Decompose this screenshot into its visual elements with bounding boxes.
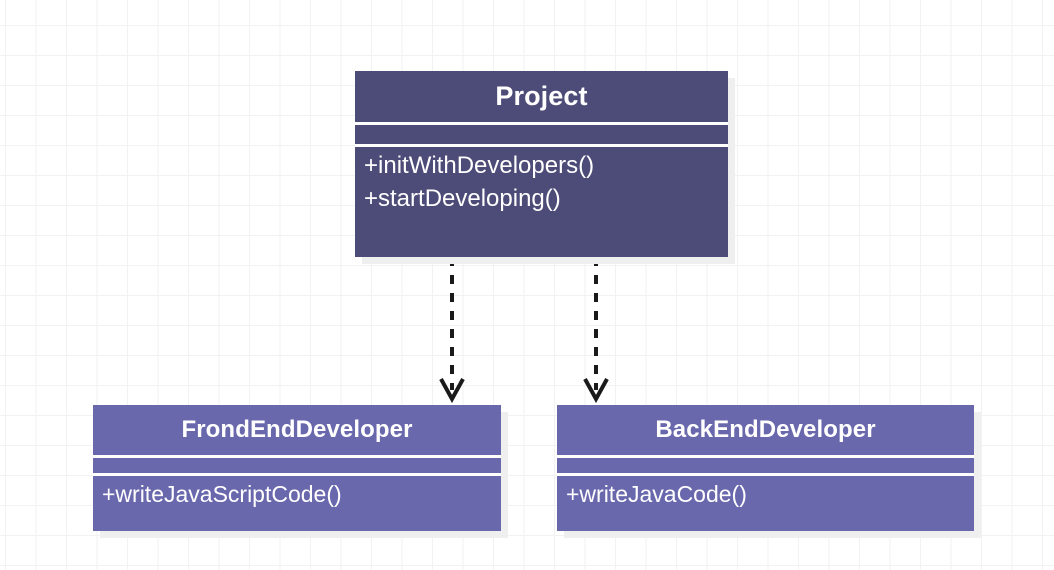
attributes-compartment-backenddeveloper xyxy=(557,458,974,473)
open-arrowhead-frontend xyxy=(439,378,465,404)
uml-class-backenddeveloper[interactable]: BackEndDeveloper +writeJavaCode() xyxy=(557,405,974,531)
class-name-frondenddeveloper: FrondEndDeveloper xyxy=(181,416,413,443)
compartment-separator xyxy=(93,473,501,476)
operations-compartment-backenddeveloper: +writeJavaCode() xyxy=(557,476,974,533)
compartment-separator xyxy=(355,144,728,147)
operation-item: +initWithDevelopers() xyxy=(364,152,595,179)
class-name-project: Project xyxy=(495,81,588,111)
operation-item: +startDeveloping() xyxy=(364,185,561,212)
operation-item: +writeJavaCode() xyxy=(566,481,747,507)
compartment-separator xyxy=(557,455,974,458)
attributes-compartment-frondenddeveloper xyxy=(93,458,501,473)
open-arrowhead-backend xyxy=(583,378,609,404)
dependency-project-to-frontend xyxy=(439,257,465,404)
dependency-project-to-backend xyxy=(583,257,609,404)
operations-compartment-project: +initWithDevelopers() +startDeveloping() xyxy=(355,147,728,259)
uml-class-project[interactable]: Project +initWithDevelopers() +startDeve… xyxy=(355,71,728,257)
class-name-backenddeveloper: BackEndDeveloper xyxy=(655,416,876,443)
compartment-separator xyxy=(355,122,728,125)
uml-class-frondenddeveloper[interactable]: FrondEndDeveloper +writeJavaScriptCode() xyxy=(93,405,501,531)
compartment-separator xyxy=(557,473,974,476)
operation-item: +writeJavaScriptCode() xyxy=(102,481,342,507)
attributes-compartment-project xyxy=(355,125,728,144)
compartment-separator xyxy=(93,455,501,458)
operations-compartment-frondenddeveloper: +writeJavaScriptCode() xyxy=(93,476,501,533)
